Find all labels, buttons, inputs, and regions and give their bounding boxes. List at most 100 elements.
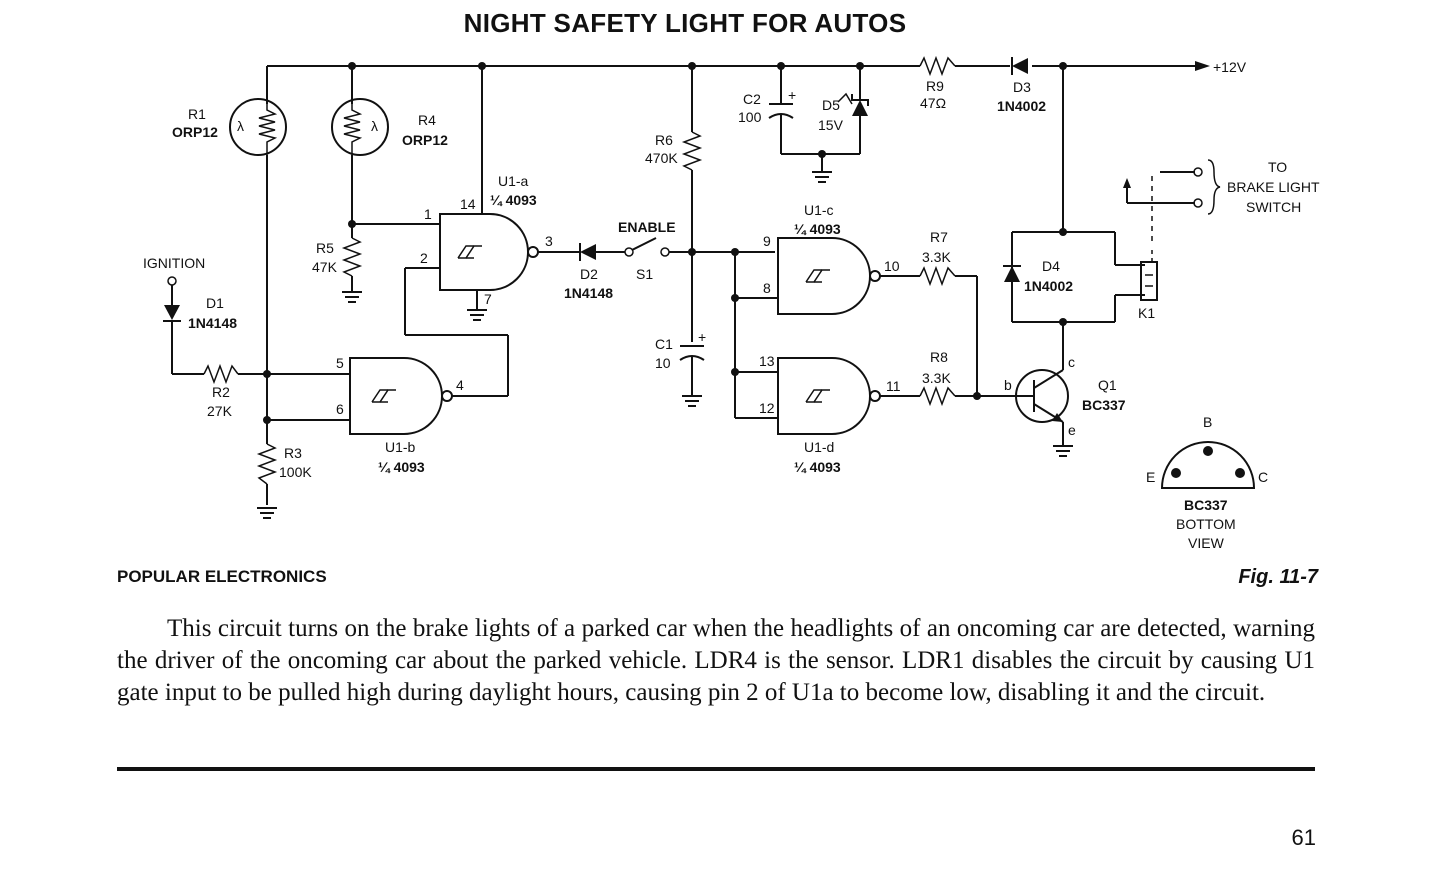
ground-icon <box>811 171 833 183</box>
diode-d2 <box>579 243 625 261</box>
supply-rail <box>267 61 1210 71</box>
gate-u1a <box>404 66 580 396</box>
d2-value: 1N4148 <box>564 285 613 301</box>
d4-ref: D4 <box>1042 258 1060 274</box>
junction-dot <box>731 368 739 376</box>
gate-u1b <box>349 357 508 435</box>
c1-value: 10 <box>655 355 671 371</box>
k1-ref: K1 <box>1138 305 1155 321</box>
junction-dot <box>263 370 271 378</box>
r6-value: 470K <box>645 150 678 166</box>
q1-value: BC337 <box>1082 397 1126 413</box>
brake-switch-line2: BRAKE LIGHT <box>1227 179 1320 195</box>
bottom-view-line3: VIEW <box>1188 535 1225 551</box>
pin-c-label: C <box>1258 469 1268 485</box>
capacitor-c1 <box>679 345 705 407</box>
q1-emitter-label: e <box>1068 422 1076 438</box>
pin-e-label: E <box>1146 469 1155 485</box>
resistor-r8 <box>919 385 1018 407</box>
r9-value: 47Ω <box>920 95 946 111</box>
d4-value: 1N4002 <box>1024 278 1073 294</box>
u1a-value: ¼ 4093 <box>490 192 537 208</box>
relay-k1 <box>1123 159 1221 301</box>
capacitor-c2 <box>768 66 860 155</box>
r5-ref: R5 <box>316 240 334 256</box>
diode-d3 <box>1011 57 1028 75</box>
r9-ref: R9 <box>926 78 944 94</box>
u1b-ref: U1-b <box>385 439 416 455</box>
junction-dot <box>731 248 739 256</box>
gate-u1c <box>777 237 920 315</box>
resistor-r6 <box>681 66 703 342</box>
lambda-symbol: λ <box>371 118 378 134</box>
d1-ref: D1 <box>206 295 224 311</box>
switch-s1 <box>624 237 775 257</box>
pin-5: 5 <box>336 355 344 371</box>
junction-dot <box>973 392 981 400</box>
u1c-value: ¼ 4093 <box>794 221 841 237</box>
pin-12: 12 <box>759 400 775 416</box>
pin-14: 14 <box>460 196 476 212</box>
s1-ref: S1 <box>636 266 653 282</box>
bottom-view-line2: BOTTOM <box>1176 516 1236 532</box>
u1c-ref: U1-c <box>804 202 834 218</box>
u1d-value: ¼ 4093 <box>794 459 841 475</box>
pin-4: 4 <box>456 377 464 393</box>
r4-value: ORP12 <box>402 132 448 148</box>
c1-ref: C1 <box>655 336 673 352</box>
d3-value: 1N4002 <box>997 98 1046 114</box>
ignition-terminal <box>167 276 177 286</box>
pin-13: 13 <box>759 353 775 369</box>
r2-ref: R2 <box>212 384 230 400</box>
r6-ref: R6 <box>655 132 673 148</box>
zener-d5 <box>837 66 869 154</box>
r7-value: 3.3K <box>922 249 951 265</box>
u1a-ref: U1-a <box>498 173 529 189</box>
r2-value: 27K <box>207 403 233 419</box>
pin-11: 11 <box>886 378 901 394</box>
source-label: POPULAR ELECTRONICS <box>117 567 327 586</box>
u1d-ref: U1-d <box>804 439 834 455</box>
gate-u1d <box>777 357 920 435</box>
pin-7: 7 <box>484 291 492 307</box>
pin-2: 2 <box>420 250 428 266</box>
junction-dot <box>1059 228 1067 236</box>
pin-8: 8 <box>763 280 771 296</box>
resistor-r9 <box>919 55 956 77</box>
circuit-schematic: +12V λ R1 ORP12 λ R4 ORP12 1 R5 47K <box>143 55 1320 551</box>
d5-ref: D5 <box>822 97 840 113</box>
diode-d4 <box>1003 265 1021 282</box>
page-number: 61 <box>1291 825 1316 850</box>
divider <box>117 767 1315 771</box>
r7-ref: R7 <box>930 229 948 245</box>
supply-label: +12V <box>1213 59 1247 75</box>
diode-d1 <box>163 285 204 375</box>
q1-ref: Q1 <box>1098 377 1117 393</box>
d3-ref: D3 <box>1013 79 1031 95</box>
d1-value: 1N4148 <box>188 315 237 331</box>
r3-value: 100K <box>279 464 312 480</box>
brake-switch-line1: TO <box>1268 159 1287 175</box>
figure-number: Fig. 11-7 <box>1238 566 1318 588</box>
junction-dot <box>1059 318 1067 326</box>
pin-6: 6 <box>336 401 344 417</box>
ldr-r4 <box>331 66 389 238</box>
junction-dot <box>731 294 739 302</box>
c1-polarity: + <box>698 329 706 345</box>
pin-3: 3 <box>545 233 553 249</box>
c2-ref: C2 <box>743 91 761 107</box>
c2-value: 100 <box>738 109 762 125</box>
r5-value: 47K <box>312 259 338 275</box>
junction-dot <box>688 248 696 256</box>
page-title: NIGHT SAFETY LIGHT FOR AUTOS <box>463 8 907 38</box>
c2-polarity: + <box>788 87 796 103</box>
pin-1: 1 <box>424 206 432 222</box>
caption-paragraph: This circuit turns on the brake lights o… <box>117 615 1315 706</box>
transistor-q1 <box>1015 322 1074 457</box>
q1-collector-label: c <box>1068 354 1075 370</box>
r3-ref: R3 <box>284 445 302 461</box>
bottom-view-line1: BC337 <box>1184 497 1228 513</box>
resistor-r2 <box>203 363 350 385</box>
gate-inputs-wiring <box>734 252 778 419</box>
r8-ref: R8 <box>930 349 948 365</box>
